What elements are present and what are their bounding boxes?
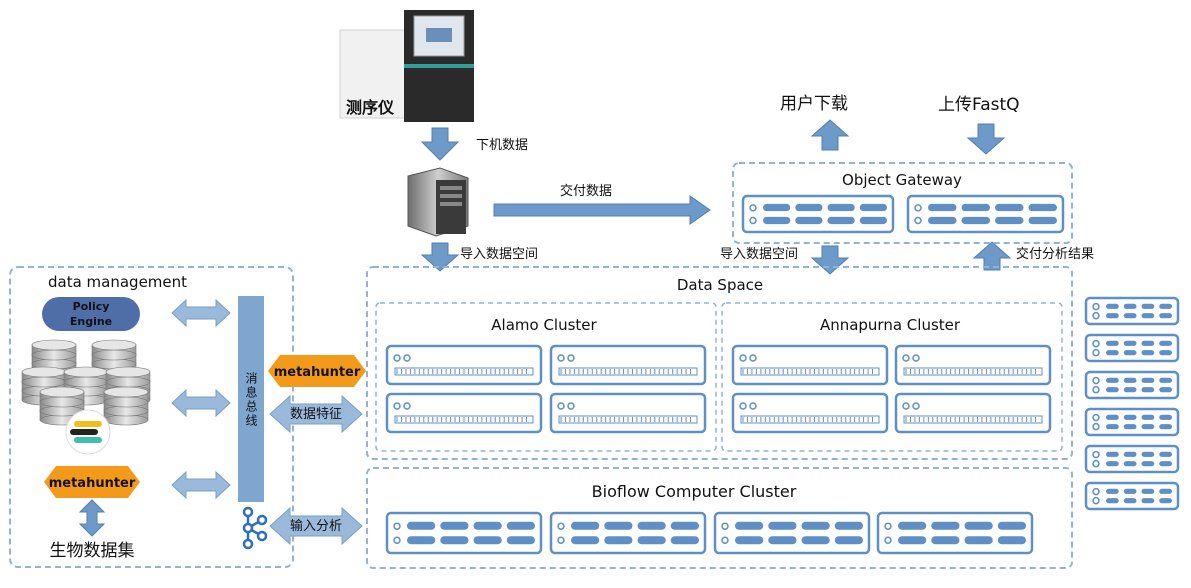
- rack-server-icon: [1084, 407, 1180, 437]
- object-gateway-title: Object Gateway: [842, 171, 962, 189]
- message-bus-label: 消息总线: [244, 372, 258, 428]
- data-management-title: data management: [48, 273, 187, 291]
- arrow-import-right: [810, 245, 850, 275]
- import-space-right-label: 导入数据空间: [720, 247, 798, 262]
- metahunter-outer-label: metahunter: [274, 365, 361, 380]
- gateway-servers: [741, 194, 1065, 234]
- rack-server-icon: [741, 194, 895, 234]
- metahunter-inner: metahunter: [44, 466, 140, 498]
- alamo-cluster-frame: [375, 302, 717, 452]
- metahunter-outer: metahunter: [268, 355, 366, 387]
- rack-server-icon: [385, 392, 543, 434]
- input-analysis-label: 输入分析: [290, 518, 342, 534]
- arrow-data-features: [269, 394, 363, 434]
- bioflow-frame: [366, 467, 1073, 569]
- database-icon: [103, 386, 149, 426]
- sequencer-label: 测序仪: [346, 98, 395, 117]
- database-stack-icon: [21, 339, 151, 426]
- data-space-title: Data Space: [677, 276, 763, 294]
- rack-server-icon: [894, 392, 1052, 434]
- deliver-results-label: 交付分析结果: [1016, 246, 1094, 262]
- rack-server-icon: [894, 344, 1052, 386]
- cluster-servers: [385, 344, 1052, 434]
- annapurna-cluster-title: Annapurna Cluster: [820, 316, 961, 334]
- upload-fastq-label: 上传FastQ: [938, 95, 1020, 115]
- right-rack-servers: [1084, 296, 1180, 511]
- arrow-biodata: [78, 499, 106, 537]
- rack-server-icon: [1084, 370, 1180, 400]
- arrow-download-data: [420, 127, 460, 161]
- rack-server-icon: [549, 392, 707, 434]
- kafka-icon: [242, 506, 268, 550]
- arrow-upload-fastq: [966, 123, 1006, 155]
- rack-server-icon: [713, 511, 871, 555]
- rack-server-icon: [549, 344, 707, 386]
- policy-engine: Policy Engine: [42, 297, 140, 331]
- annapurna-cluster-frame: [721, 302, 1063, 452]
- import-space-left-label: 导入数据空间: [460, 247, 538, 262]
- rack-server-icon: [876, 511, 1034, 555]
- rack-server-icon: [1084, 444, 1180, 474]
- object-gateway-frame: [732, 162, 1073, 244]
- rack-server-icon: [731, 344, 889, 386]
- bioflow-title: Bioflow Computer Cluster: [592, 482, 797, 501]
- policy-engine-line1: Policy: [73, 300, 110, 313]
- biodata-label: 生物数据集: [50, 541, 135, 561]
- alamo-cluster-title: Alamo Cluster: [491, 316, 597, 334]
- rack-server-icon: [1084, 296, 1180, 326]
- download-data-label: 下机数据: [476, 138, 528, 153]
- rack-server-icon: [906, 194, 1065, 234]
- arrow-deliver-results: [972, 241, 1012, 271]
- arrow-import-left: [420, 242, 460, 272]
- arrow-db-bus: [171, 388, 231, 418]
- arrow-input-analysis: [269, 506, 363, 546]
- arrow-policy-bus: [171, 298, 231, 328]
- bioflow-servers: [385, 511, 1034, 555]
- policy-engine-line2: Engine: [70, 315, 112, 328]
- deliver-data-label: 交付数据: [560, 183, 612, 199]
- message-bus: [238, 296, 264, 502]
- arrow-deliver-data: [493, 195, 711, 225]
- rack-server-icon: [385, 344, 543, 386]
- metahunter-inner-label: metahunter: [49, 476, 136, 491]
- elastic-logo-icon: [65, 409, 111, 455]
- rack-server-icon: [385, 511, 543, 555]
- data-space-frame: [366, 266, 1073, 460]
- sequencer-icon: [339, 10, 474, 122]
- server-tower-icon: [407, 167, 469, 237]
- database-icon: [39, 386, 85, 426]
- rack-server-icon: [549, 511, 707, 555]
- data-features-label: 数据特征: [290, 407, 342, 422]
- rack-server-icon: [1084, 481, 1180, 511]
- rack-server-icon: [731, 392, 889, 434]
- rack-server-icon: [1084, 333, 1180, 363]
- arrow-user-download: [810, 119, 850, 151]
- user-download-label: 用户下载: [780, 94, 848, 114]
- arrow-meta-bus: [171, 470, 231, 500]
